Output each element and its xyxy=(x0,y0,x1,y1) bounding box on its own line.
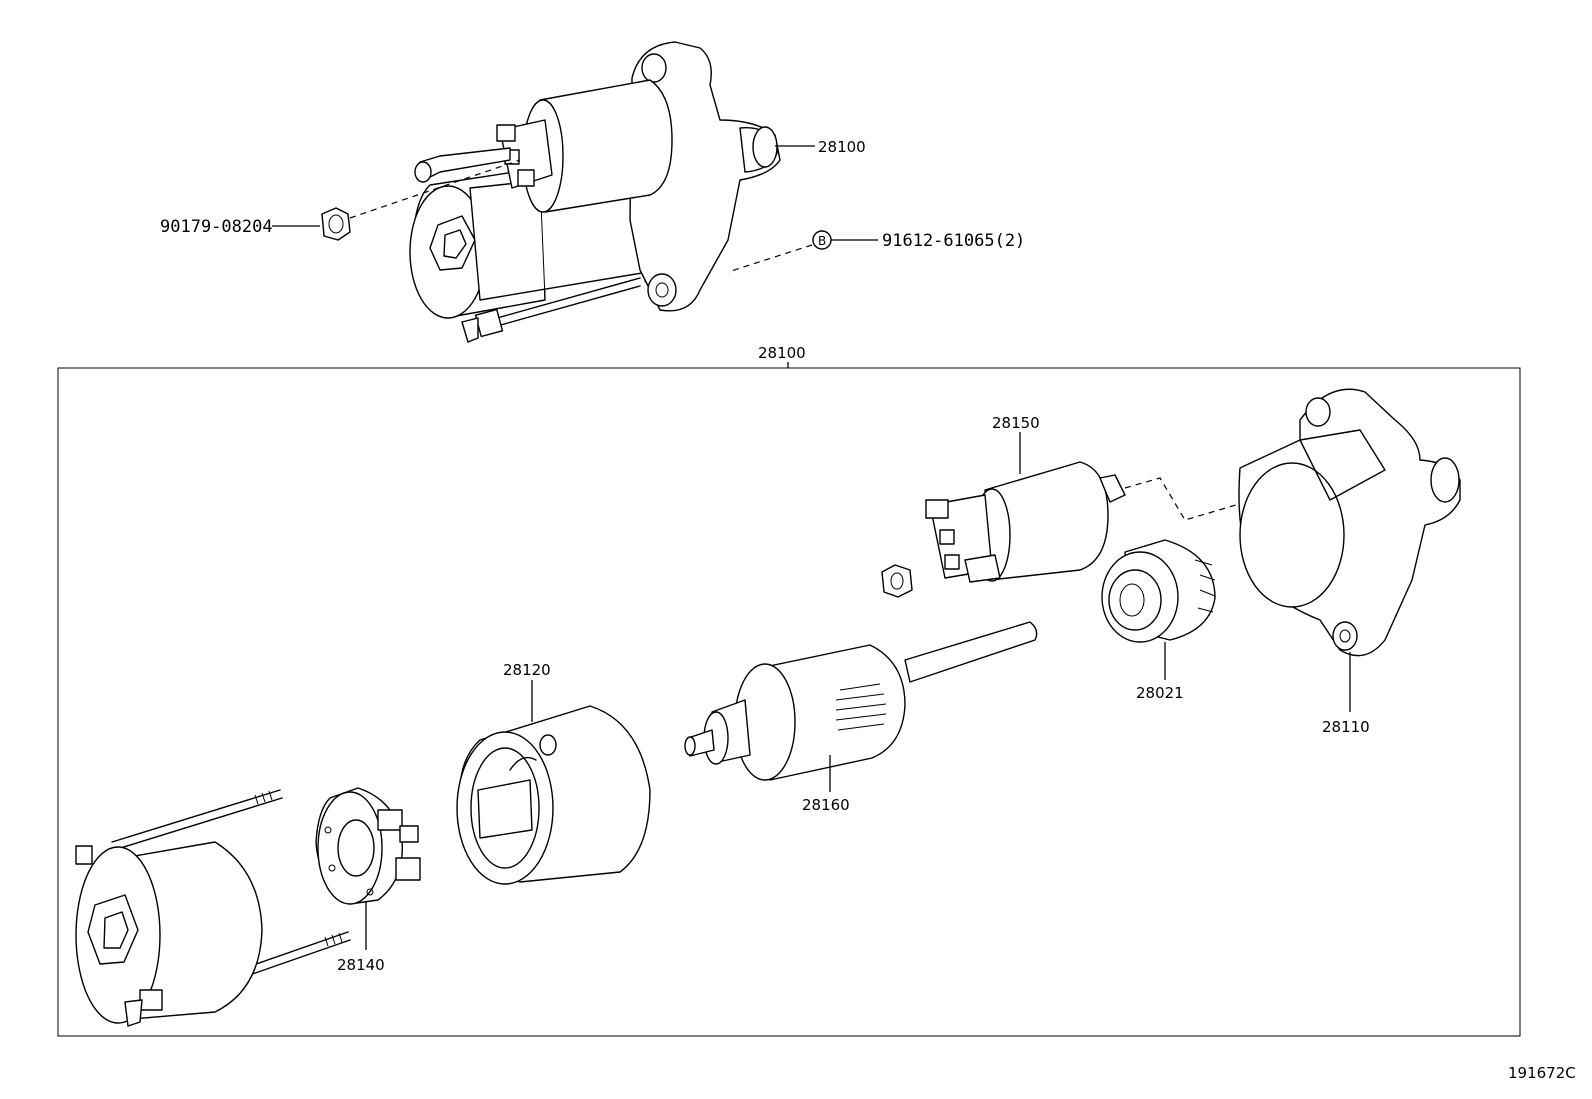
starter-assembly-illustration xyxy=(409,41,781,343)
yoke-illustration xyxy=(456,705,651,885)
bolt-leader-dashed xyxy=(727,244,813,273)
brush-holder-illustration xyxy=(315,787,421,905)
label-brush-holder[interactable]: 28140 xyxy=(337,956,385,974)
label-nut[interactable]: 90179-08204 xyxy=(160,217,273,237)
diagram-code: 191672C xyxy=(1508,1064,1576,1082)
small-nut-icon xyxy=(881,564,913,598)
nut-leader-dashed xyxy=(349,159,521,219)
label-solenoid[interactable]: 28150 xyxy=(992,414,1040,432)
drive-housing-illustration xyxy=(1238,388,1461,657)
label-clutch[interactable]: 28021 xyxy=(1136,684,1184,702)
label-starter-assembly[interactable]: 28100 xyxy=(818,138,866,156)
component-frame xyxy=(57,367,1521,1037)
label-armature[interactable]: 28160 xyxy=(802,796,850,814)
bolt-badge-letter: B xyxy=(818,234,826,248)
label-housing[interactable]: 28110 xyxy=(1322,718,1370,736)
label-yoke[interactable]: 28120 xyxy=(503,661,551,679)
nut-icon xyxy=(321,207,351,241)
end-frame-illustration xyxy=(75,789,351,1027)
armature-illustration xyxy=(684,621,1038,781)
bolt-badge: B xyxy=(812,230,832,250)
label-bolt[interactable]: 91612-61065(2) xyxy=(882,231,1025,251)
label-frame[interactable]: 28100 xyxy=(758,344,806,362)
solenoid-switch-illustration xyxy=(925,461,1126,583)
starter-clutch-illustration xyxy=(1101,539,1216,643)
